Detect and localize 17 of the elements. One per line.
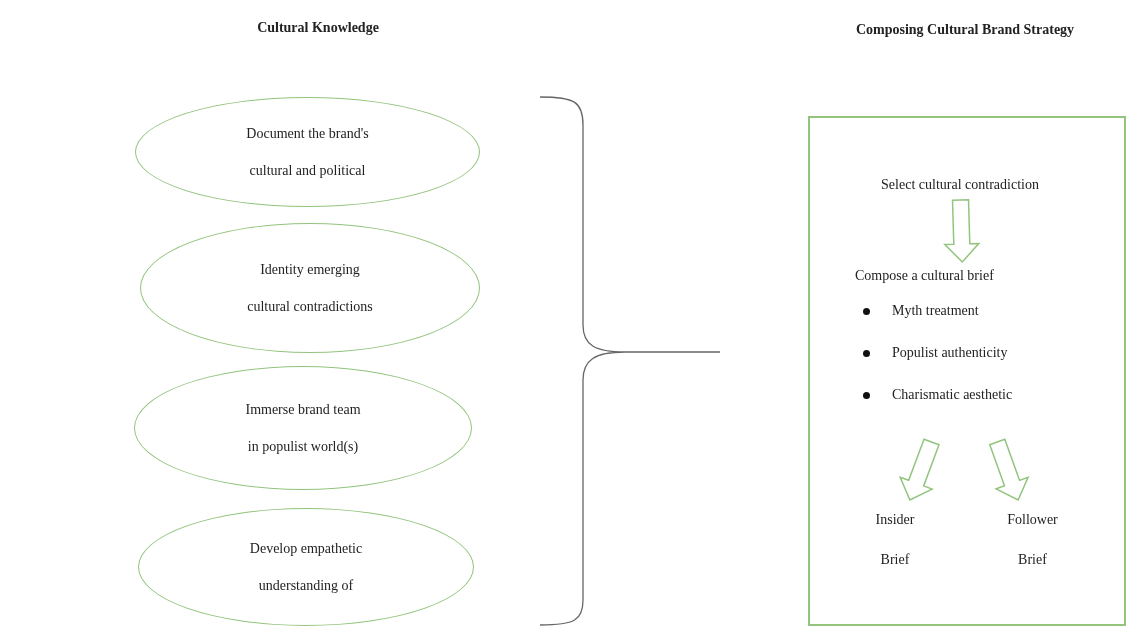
bullet-text: Myth treatment xyxy=(892,302,979,320)
ellipse-text: Identity emerging cultural contradictions xyxy=(246,261,374,316)
ellipse-text: Develop empathetic understanding of xyxy=(248,540,364,595)
ellipse-text: Document the brand's cultural and political xyxy=(245,125,370,180)
block-arrow xyxy=(898,438,940,502)
column-heading: Composing Cultural Brand Strategy xyxy=(855,22,1075,38)
strategy-box xyxy=(808,116,1126,626)
bullet-text: Charismatic aesthetic xyxy=(892,386,1013,404)
step-text: Select cultural contradiction xyxy=(880,175,1040,194)
ellipse-text: Immerse brand team in populist world(s) xyxy=(244,401,362,456)
bullet-text: Populist authenticity xyxy=(892,344,1008,362)
block-arrow xyxy=(943,199,981,264)
brief-label: Insider Brief xyxy=(874,511,916,569)
brief-label: Follower Brief xyxy=(1006,511,1059,569)
step-text: Compose a cultural brief xyxy=(855,267,995,285)
block-arrow xyxy=(988,438,1030,502)
column-heading: Cultural Knowledge xyxy=(257,20,379,36)
